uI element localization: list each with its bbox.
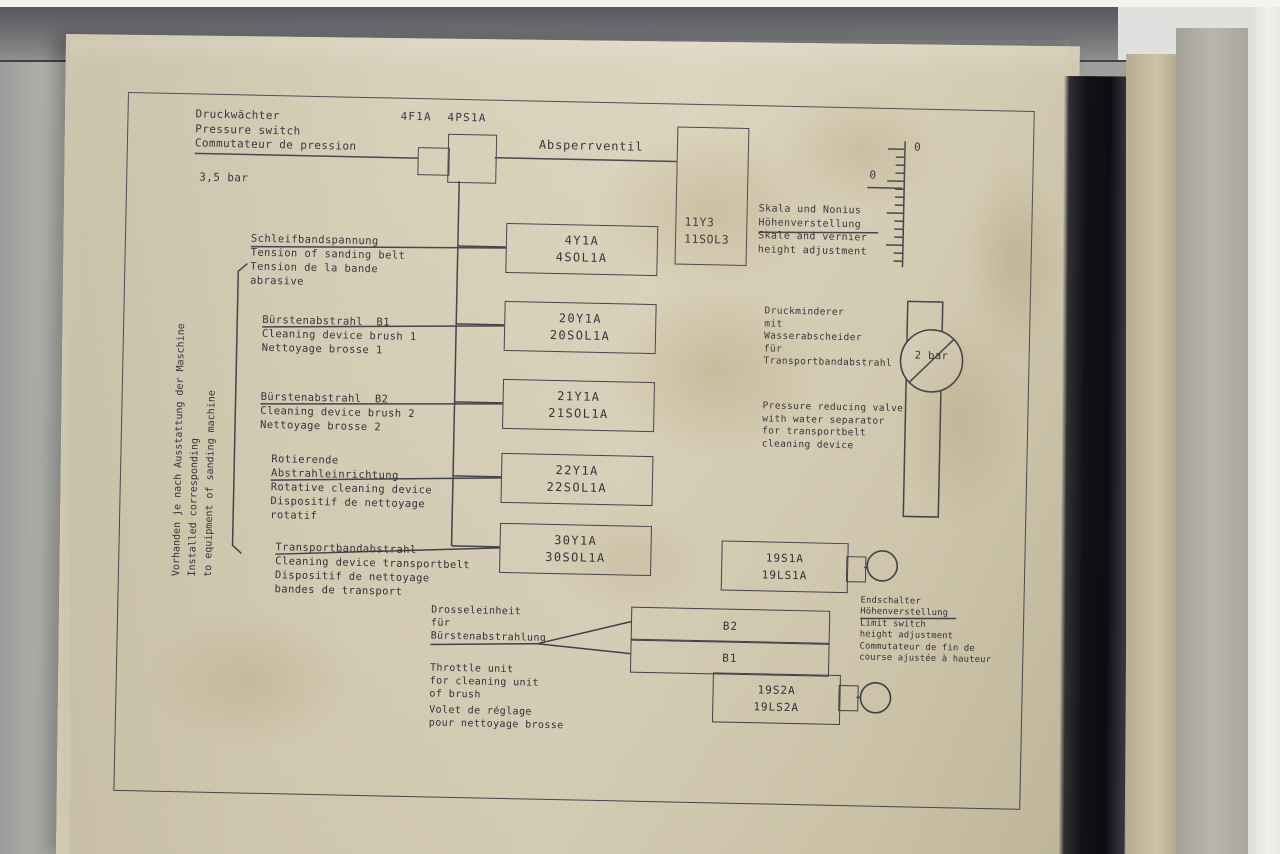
- ceiling-strip: [0, 0, 1280, 7]
- limit-switch-note: Endschalter Höhenverstellung Limit switc…: [859, 595, 992, 666]
- group-label-brush1: Bürstenabstrahl B1 Cleaning device brush…: [261, 313, 417, 357]
- scale-zero-top: 0: [913, 140, 922, 154]
- door-edge-dark-strip: [1058, 76, 1130, 854]
- valve-box-22Y1A: 22Y1A 22SOL1A: [500, 452, 654, 507]
- gauge-value: 2 bar: [914, 349, 949, 363]
- scale-note: Skala und Nonius Höhenverstellung Skale …: [757, 203, 868, 258]
- group-label-transportbelt: Transportbandabstrahl Cleaning device tr…: [274, 541, 471, 598]
- availability-note: Vorhanden je nach Ausstattung der Maschi…: [170, 323, 218, 577]
- wall-white-strip: [1248, 0, 1280, 854]
- pressure-switch-refs: 4F1A 4PS1A: [400, 109, 487, 125]
- shutoff-valve-label: Absperrventil: [538, 137, 644, 154]
- group-label-rotative: Rotierende Abstrahleinrichtung Rotative …: [270, 453, 433, 523]
- door-frame-beige-strip: [1126, 54, 1178, 854]
- group-label-sanding-belt: Schleifbandspannung Tension of sanding b…: [249, 232, 406, 288]
- throttle-box-b1: B1: [629, 638, 830, 677]
- limit-switch-actuator-bottom: [838, 685, 859, 712]
- limit-switch-actuator-top: [845, 556, 867, 583]
- reducer-note-en: Pressure reducing valve with water separ…: [761, 400, 904, 451]
- group-label-brush2: Bürstenabstrahl B2 Cleaning device brush…: [259, 390, 416, 434]
- valve-box-20Y1A: 20Y1A 20SOL1A: [503, 300, 657, 355]
- diagram-lines: [194, 141, 964, 714]
- throttle-note-de: Drosseleinheit für Bürstenabstrahlung: [430, 604, 547, 644]
- valve-box-30Y1A: 30Y1A 30SOL1A: [499, 522, 653, 577]
- pressure-switch-symbol-small: [417, 147, 450, 176]
- pressure-value: 3,5 bar: [199, 170, 249, 185]
- shutoff-valve-box: 11Y3 11SOL3: [674, 126, 750, 266]
- pressure-switch-label: Druckwächter Pressure switch Commutateur…: [194, 107, 357, 153]
- reducer-note-de: Druckminderer mit Wasserabscheider für T…: [763, 305, 893, 370]
- scale-zero-side: 0: [869, 168, 877, 182]
- throttle-note-fr: Volet de réglage pour nettoyage brosse: [428, 704, 564, 732]
- valve-box-21Y1A: 21Y1A 21SOL1A: [502, 378, 656, 433]
- pressure-switch-symbol: [447, 133, 498, 184]
- throttle-note-en: Throttle unit for cleaning unit of brush: [429, 662, 539, 701]
- pneumatic-diagram: Druckwächter Pressure switch Commutateur…: [113, 92, 1035, 810]
- door-frame-gray-strip: [1176, 28, 1250, 854]
- limit-switch-box-19S2A: 19S2A 19LS2A: [711, 672, 841, 726]
- valve-box-4Y1A: 4Y1A 4SOL1A: [505, 222, 659, 277]
- limit-switch-box-19S1A: 19S1A 19LS1A: [720, 540, 849, 594]
